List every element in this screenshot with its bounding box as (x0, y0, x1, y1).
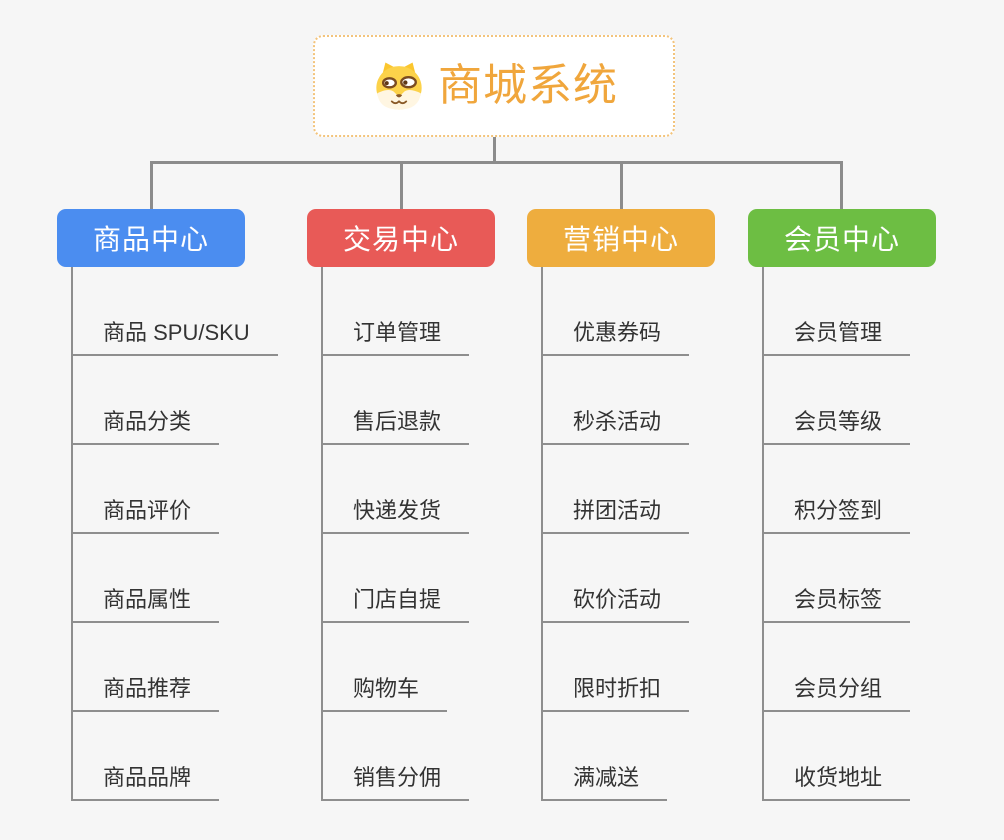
subtopic-express-shipping[interactable]: 快递发货 (323, 445, 470, 534)
subtopic-product-brand[interactable]: 商品品牌 (73, 712, 220, 801)
subtopic-points-checkin[interactable]: 积分签到 (764, 445, 911, 534)
subtopic-sales-commission[interactable]: 销售分佣 (323, 712, 470, 801)
subtopic-order-management[interactable]: 订单管理 (323, 267, 470, 356)
branch-list-marketing-center: 优惠券码 秒杀活动 拼团活动 砍价活动 限时折扣 满减送 (541, 267, 690, 801)
subtopic-group-buy[interactable]: 拼团活动 (543, 445, 690, 534)
subtopic-flash-sale[interactable]: 秒杀活动 (543, 356, 690, 445)
subtopic-full-reduction[interactable]: 满减送 (543, 712, 668, 801)
subtopic-store-pickup[interactable]: 门店自提 (323, 534, 470, 623)
root-title: 商城系统 (438, 61, 618, 110)
subtopic-bargain-activity[interactable]: 砍价活动 (543, 534, 690, 623)
subtopic-shipping-address[interactable]: 收货地址 (764, 712, 911, 801)
connector-drop-marketing (620, 161, 623, 209)
subtopic-shopping-cart[interactable]: 购物车 (323, 623, 448, 712)
connector-drop-product (150, 161, 153, 209)
subtopic-product-spu-sku[interactable]: 商品 SPU/SKU (73, 267, 278, 356)
subtopic-product-attribute[interactable]: 商品属性 (73, 534, 220, 623)
subtopic-member-group[interactable]: 会员分组 (764, 623, 911, 712)
subtopic-product-category[interactable]: 商品分类 (73, 356, 220, 445)
subtopic-limited-time-discount[interactable]: 限时折扣 (543, 623, 690, 712)
branch-header-marketing-center[interactable]: 营销中心 (527, 209, 715, 267)
subtopic-member-level[interactable]: 会员等级 (764, 356, 911, 445)
subtopic-member-tag[interactable]: 会员标签 (764, 534, 911, 623)
branch-header-trade-center[interactable]: 交易中心 (307, 209, 495, 267)
connector-drop-member (840, 161, 843, 209)
subtopic-coupon-code[interactable]: 优惠券码 (543, 267, 690, 356)
subtopic-aftersale-refund[interactable]: 售后退款 (323, 356, 470, 445)
connector-stem (493, 137, 496, 163)
branch-list-product-center: 商品 SPU/SKU 商品分类 商品评价 商品属性 商品推荐 商品品牌 (71, 267, 278, 801)
branch-header-member-center[interactable]: 会员中心 (748, 209, 936, 267)
subtopic-product-review[interactable]: 商品评价 (73, 445, 220, 534)
branch-list-member-center: 会员管理 会员等级 积分签到 会员标签 会员分组 收货地址 (762, 267, 911, 801)
dog-face-icon (370, 58, 428, 114)
branch-header-product-center[interactable]: 商品中心 (57, 209, 245, 267)
connector-rail (150, 161, 842, 164)
branch-list-trade-center: 订单管理 售后退款 快递发货 门店自提 购物车 销售分佣 (321, 267, 470, 801)
subtopic-product-recommend[interactable]: 商品推荐 (73, 623, 220, 712)
connector-drop-trade (400, 161, 403, 209)
subtopic-member-management[interactable]: 会员管理 (764, 267, 911, 356)
root-node[interactable]: 商城系统 (313, 35, 675, 137)
